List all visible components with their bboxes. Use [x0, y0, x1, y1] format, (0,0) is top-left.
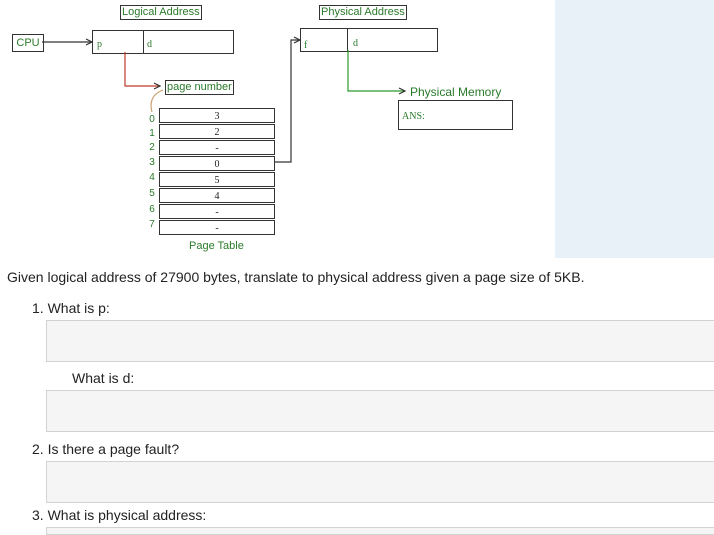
p-label: p	[97, 39, 102, 50]
connector-lines	[42, 36, 407, 163]
d-answer-field[interactable]	[46, 390, 714, 432]
index-7: 7	[149, 219, 155, 230]
page-table-row: 0	[159, 156, 275, 171]
page-table-row: 5	[159, 172, 275, 187]
index-4: 4	[149, 172, 155, 183]
address-translation-diagram: Logical Address Physical Address CPU p d…	[0, 0, 555, 258]
index-6: 6	[149, 204, 155, 215]
page-table-row: 2	[159, 124, 275, 139]
index-3: 3	[149, 157, 155, 168]
question-1-label: 1. What is p:	[32, 300, 110, 316]
ans-label: ANS:	[402, 111, 425, 122]
p-field	[92, 30, 144, 54]
physical-address-label: Physical Address	[319, 5, 407, 20]
page-table-row: 3	[159, 108, 275, 123]
diagram-margin	[555, 0, 714, 258]
question-1b-label: What is d:	[72, 370, 135, 386]
index-2: 2	[149, 142, 155, 153]
page-table-row: -	[159, 140, 275, 155]
page-table-row: -	[159, 220, 275, 235]
ans-box: ANS:	[398, 100, 513, 130]
page-fault-answer-field[interactable]	[46, 461, 714, 503]
p-answer-field[interactable]	[46, 320, 714, 362]
physical-address-answer-field[interactable]	[46, 527, 714, 535]
d2-label: d	[353, 38, 358, 49]
page-table-row: 4	[159, 188, 275, 203]
page-table: 3 2 - 0 5 4 - -	[159, 108, 275, 235]
question-2-label: 2. Is there a page fault?	[32, 441, 180, 457]
question-prompt: Given logical address of 27900 bytes, tr…	[7, 269, 585, 285]
index-1: 1	[149, 128, 155, 139]
index-5: 5	[149, 188, 155, 199]
physical-memory-label: Physical Memory	[410, 85, 502, 99]
page-table-label: Page Table	[189, 240, 244, 252]
page-table-row: -	[159, 204, 275, 219]
cpu-box: CPU	[12, 34, 44, 52]
question-3-label: 3. What is physical address:	[32, 507, 207, 523]
d-label: d	[147, 39, 152, 50]
page-number-label: page number	[165, 80, 234, 95]
f-label: f	[304, 40, 308, 51]
index-0: 0	[149, 114, 155, 125]
logical-address-label: Logical Address	[120, 5, 202, 20]
